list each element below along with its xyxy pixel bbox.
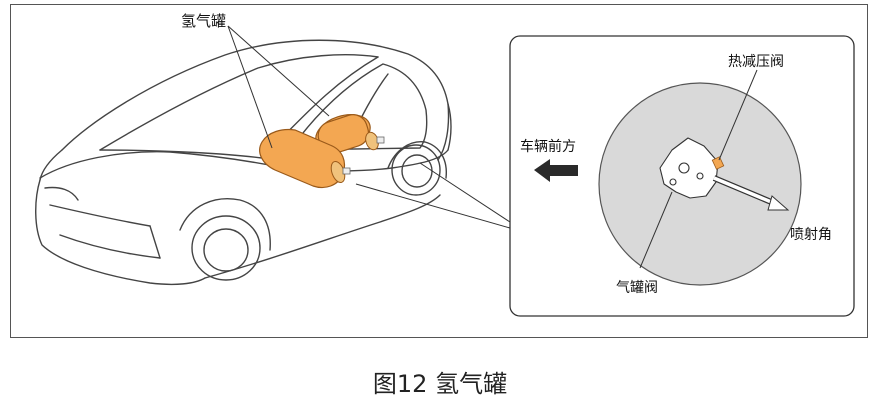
spray-angle-arrow	[712, 175, 790, 211]
figure-caption: 图12 氢气罐	[372, 370, 508, 398]
tank-leader-lines	[227, 25, 330, 149]
tank-valve-label: 气罐阀	[616, 280, 658, 296]
detail-leader-lines	[639, 69, 758, 269]
vehicle-front-label: 车辆前方	[520, 139, 576, 155]
tank-valve-drawing	[659, 137, 719, 199]
hydrogen-tank-front	[259, 128, 351, 189]
thermal-relief-valve-label: 热减压阀	[728, 54, 784, 70]
spray-angle-label: 喷射角	[790, 227, 832, 243]
hydrogen-tanks-label: 氢气罐	[181, 12, 227, 30]
front-direction-arrow	[534, 159, 578, 182]
car-drawing	[35, 39, 452, 286]
callout-lines	[355, 162, 511, 229]
thermal-relief-valve-body	[711, 156, 725, 170]
